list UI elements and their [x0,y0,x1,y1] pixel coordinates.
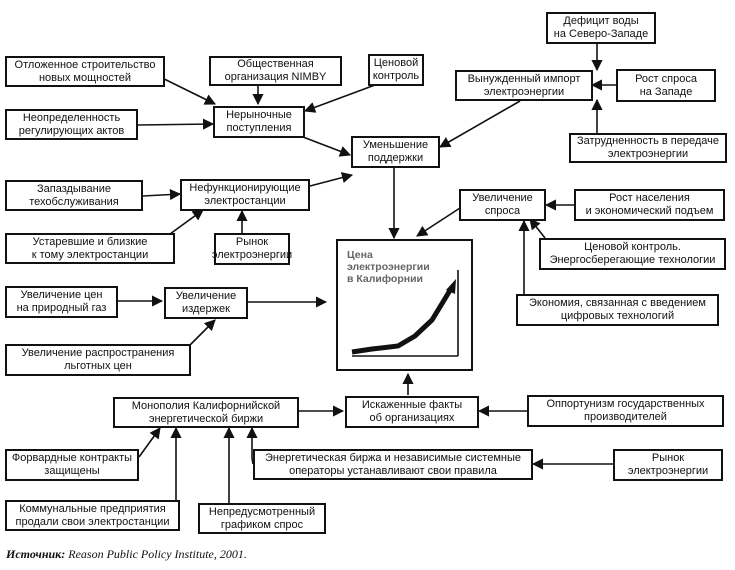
box-label: Экономия, связанная с введением цифровых… [529,297,706,322]
box-label: Нерыночные поступления [226,109,292,134]
box-nonmarket-revenue: Нерыночные поступления [213,106,305,138]
box-forced-import: Вынужденный импорт электроэнергии [455,70,593,101]
box-price-control: Ценовой контроль [368,54,424,86]
source-text: Reason Public Policy Institute, 2001. [65,547,247,561]
arrow-demand-to-price [416,207,461,237]
arrow-maintenance-to-plants [142,188,182,201]
arrow-forward-to-monopoly [138,427,161,458]
arrow-pricecontrol-to-nonmarket [303,84,376,113]
trend-arrowhead-icon [446,279,456,294]
box-utilities-sold: Коммунальные предприятия продали свои эл… [5,500,180,531]
box-label: Уменьшение поддержки [362,139,429,164]
box-gas-price: Увеличение цен на природный газ [5,286,118,318]
box-label: Нефункционирующие электростанции [189,182,301,207]
box-label: Коммунальные предприятия продали свои эл… [15,502,170,528]
box-opportunism: Оппортунизм государственных производител… [527,395,724,427]
box-price-control-saving: Ценовой контроль. Энергосберегающие техн… [539,238,726,270]
box-water-deficit: Дефицит воды на Северо-Западе [546,12,656,44]
box-label: Запаздывание техобслуживания [29,182,119,208]
box-label: Непредусмотренный графиком спрос [208,505,316,531]
arrow-plants-to-support [309,172,354,187]
box-label: Увеличение спроса [472,192,533,217]
box-power-market: Рынок электроэнергии [211,233,293,265]
arrow-regulatory-to-nonmarket [137,118,215,130]
box-label: Неопределенность регулирующих актов [18,111,125,137]
box-west-demand: Рост спроса на Западе [616,69,716,102]
box-regulatory-uncertainty: Неопределенность регулирующих актов [5,109,138,140]
arrow-exchange-to-monopoly [246,426,258,465]
box-label: Затрудненность в передаче электроэнергии [576,135,719,160]
box-label: Рынок электроэнергии [627,452,709,477]
box-label: Ценовой контроль [372,57,420,82]
box-cost-increase: Увеличение издержек [164,287,248,319]
box-label: Рост населения и экономический подъем [585,192,714,217]
chart-title: Цена электроэнергии в Калифорнии [347,249,430,285]
box-forward-contracts: Форвардные контракты защищены [5,449,139,481]
box-distorted-facts: Искаженные факты об организациях [345,396,479,428]
box-power-market-2: Рынок электроэнергии [613,449,723,481]
box-monopoly: Монополия Калифорнийской энергетической … [113,397,299,428]
box-label: Ценовой контроль. Энергосберегающие техн… [549,241,716,266]
arrow-saving-to-demand [529,218,546,239]
source-label: Источник: [6,547,66,561]
box-population-growth: Рост населения и экономический подъем [574,189,725,221]
box-label: Увеличение цен на природный газ [16,289,107,314]
box-exchange-rules: Энергетическая биржа и независимые систе… [253,449,533,480]
arrow-benefit-to-cost [189,319,216,346]
box-digital-economy: Экономия, связанная с введением цифровых… [516,294,719,326]
box-label: Рост спроса на Западе [635,72,697,98]
box-label: Рынок электроэнергии [211,236,293,261]
box-label: Оппортунизм государственных производител… [546,398,705,423]
box-demand-increase: Увеличение спроса [459,189,546,221]
box-label: Энергетическая биржа и независимые систе… [265,451,521,477]
box-label: Искаженные факты об организациях [361,399,463,424]
box-label: Вынужденный импорт электроэнергии [467,72,581,98]
box-dysfunctional-plants: Нефункционирующие электростанции [180,179,310,211]
box-nimby: Общественная организация NIMBY [209,56,342,86]
box-label: Дефицит воды на Северо-Западе [553,15,649,40]
box-label: Отложенное строительство новых мощностей [14,58,156,84]
price-chart-frame [336,239,473,371]
box-maintenance-delay: Запаздывание техобслуживания [5,180,143,211]
box-label: Форвардные контракты защищены [11,452,133,477]
box-label: Устаревшие и близкие к тому электростанц… [31,235,149,261]
box-reduced-support: Уменьшение поддержки [351,136,440,168]
box-benefit-prices: Увеличение распространения льготных цен [5,344,191,376]
box-unplanned-demand: Непредусмотренный графиком спрос [198,503,326,534]
box-label: Общественная организация NIMBY [224,58,327,83]
box-label: Увеличение распространения льготных цен [21,347,175,372]
box-deferred-construction: Отложенное строительство новых мощностей [5,56,165,87]
arrow-old-to-plants [169,209,204,235]
arrow-import-to-support [439,100,521,148]
box-label: Монополия Калифорнийской энергетической … [131,399,281,425]
price-trend-curve [351,285,455,355]
box-old-plants: Устаревшие и близкие к тому электростанц… [5,233,175,264]
box-label: Увеличение издержек [175,290,237,315]
source-caption: Источник: Reason Public Policy Institute… [6,547,247,562]
box-transmission: Затрудненность в передаче электроэнергии [569,133,727,163]
